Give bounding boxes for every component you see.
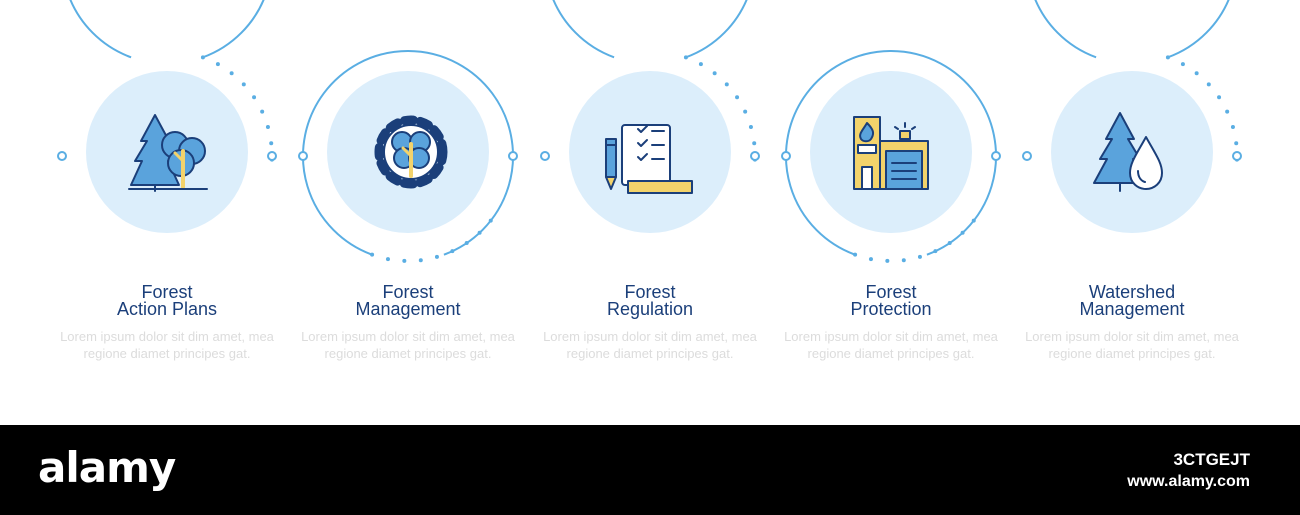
step-title-line1: Forest: [624, 282, 676, 302]
step-ring: [785, 50, 997, 256]
step-dot: [229, 71, 234, 76]
step-dot: [1165, 55, 1170, 60]
step-connector-node: [1232, 151, 1242, 161]
step-dot: [1230, 125, 1235, 130]
step-dot: [370, 252, 375, 257]
step-description: Lorem ipsum dolor sit dim amet, mea regi…: [543, 329, 757, 361]
step-dot: [971, 218, 976, 223]
step-dot: [252, 95, 257, 100]
step-dot: [385, 257, 390, 262]
step-dot: [418, 258, 423, 263]
step-ring: [302, 50, 514, 256]
step-description: Lorem ipsum dolor sit dim amet, mea regi…: [301, 329, 515, 361]
fire-station-icon: [853, 116, 929, 190]
step-dot: [901, 258, 906, 263]
step-rings: [57, 0, 1242, 263]
step-title-line1: Forest: [141, 282, 193, 302]
step-dot: [1225, 109, 1230, 114]
step-connector-node: [298, 151, 308, 161]
step-dot: [868, 257, 873, 262]
step-title-line2: Management: [1079, 299, 1185, 319]
step-connector-node: [750, 151, 760, 161]
step-dot: [200, 55, 205, 60]
step-dot: [215, 62, 220, 67]
step-title-line1: Forest: [865, 282, 917, 302]
step-dot: [885, 258, 890, 263]
step-dot: [853, 252, 858, 257]
step-dot: [1234, 141, 1239, 146]
step-title-line2: Regulation: [606, 299, 694, 319]
step-dot: [1217, 95, 1222, 100]
step-dot: [260, 109, 265, 114]
step-dot: [698, 62, 703, 67]
step-dot: [743, 109, 748, 114]
trees-icon: [128, 114, 208, 192]
step-description: Lorem ipsum dolor sit dim amet, mea regi…: [1025, 329, 1239, 361]
step-dot: [1180, 62, 1185, 67]
step-connector-node: [508, 151, 518, 161]
step-dot: [683, 55, 688, 60]
step-connector-node: [1022, 151, 1032, 161]
step-connector-node: [57, 151, 67, 161]
step-dot: [960, 230, 965, 235]
step-dot: [1194, 71, 1199, 76]
step-dot: [917, 254, 922, 259]
step-ring: [552, 0, 748, 59]
step-dot: [488, 218, 493, 223]
step-title-line2: Management: [355, 299, 461, 319]
step-dot: [434, 254, 439, 259]
step-dot: [752, 141, 757, 146]
step-title-line2: Action Plans: [116, 299, 218, 319]
footer-logo: alamy: [38, 443, 176, 492]
step-dot: [724, 82, 729, 87]
step-dot: [269, 141, 274, 146]
step-description: Lorem ipsum dolor sit dim amet, mea regi…: [784, 329, 998, 361]
step-dot: [402, 258, 407, 263]
footer-image-id: 3CTGEJT: [1173, 450, 1250, 469]
step-dot: [933, 249, 938, 254]
step-connector-node: [540, 151, 550, 161]
footer-url: www.alamy.com: [1127, 473, 1250, 490]
process-diagram: [57, 0, 1242, 263]
step-dot: [265, 125, 270, 130]
step-connector-node: [781, 151, 791, 161]
step-dot: [947, 241, 952, 246]
step-connector-node: [267, 151, 277, 161]
step-title-line1: Forest: [382, 282, 434, 302]
document-pen-icon: [605, 124, 693, 194]
step-dot: [1206, 82, 1211, 87]
gear-tree-icon: [374, 115, 448, 189]
step-dot: [735, 95, 740, 100]
step-connector-node: [991, 151, 1001, 161]
footer-bar: alamy 3CTGEJT www.alamy.com: [0, 425, 1300, 515]
step-ring: [69, 0, 265, 59]
step-dot: [712, 71, 717, 76]
tree-water-drop-icon: [1093, 112, 1163, 192]
step-dot: [450, 249, 455, 254]
step-dot: [748, 125, 753, 130]
step-dot: [464, 241, 469, 246]
step-title-line2: Protection: [850, 299, 932, 319]
step-dot: [477, 230, 482, 235]
step-dot: [241, 82, 246, 87]
step-title-line1: Watershed: [1088, 282, 1176, 302]
step-description: Lorem ipsum dolor sit dim amet, mea regi…: [60, 329, 274, 361]
step-ring: [1034, 0, 1230, 59]
